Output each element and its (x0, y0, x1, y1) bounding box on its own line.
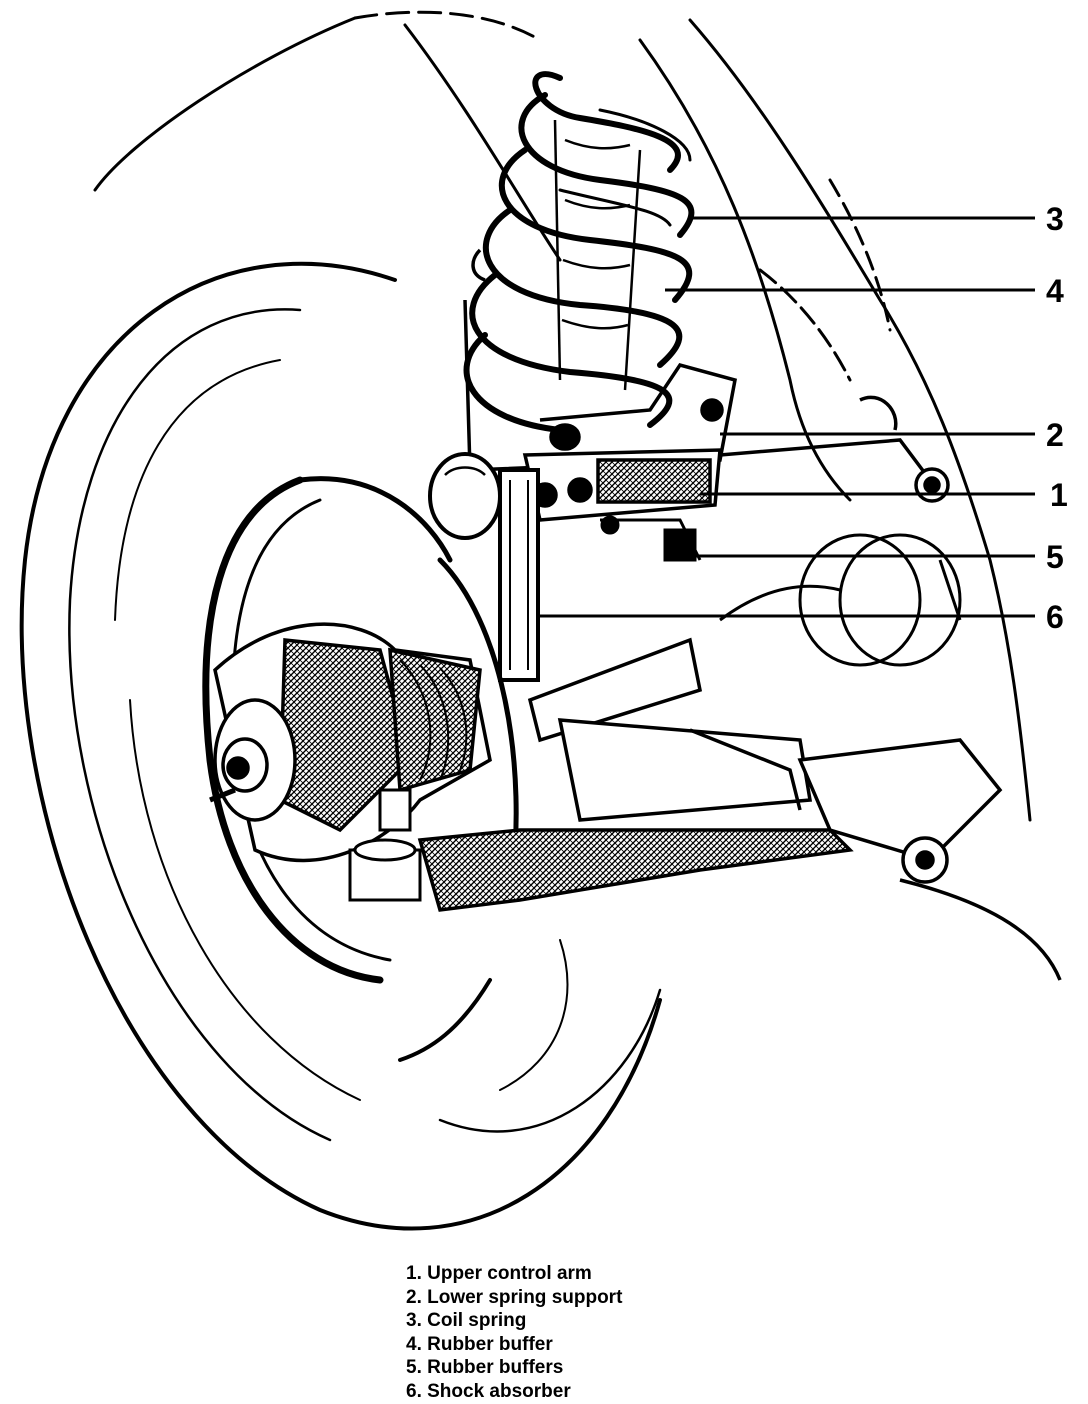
legend: 1. Upper control arm 2. Lower spring sup… (406, 1262, 622, 1404)
lower-control-arm (417, 637, 1062, 981)
callout-4: 4 (1046, 273, 1064, 309)
leader-lines (540, 216, 1035, 618)
legend-item-coil-spring: 3. Coil spring (406, 1310, 527, 1332)
coil-spring (463, 71, 695, 433)
rubber-buffer (553, 119, 642, 391)
shock-absorber (428, 452, 540, 682)
legend-item-lower-spring-support: 2. Lower spring support (406, 1286, 623, 1308)
callout-1: 1 (1050, 477, 1068, 513)
callout-5: 5 (1046, 539, 1064, 575)
rear-bushing (719, 533, 962, 667)
wheel-hub (209, 622, 492, 863)
fender-outline (93, 10, 1032, 822)
callout-2: 2 (1046, 417, 1064, 453)
tire (19, 262, 662, 1231)
legend-item-rubber-buffer: 4. Rubber buffer (406, 1333, 553, 1355)
legend-item-upper-control-arm: 1. Upper control arm (406, 1263, 592, 1284)
rubber-buffers (600, 515, 702, 562)
callout-3: 3 (1046, 201, 1064, 237)
callout-6: 6 (1046, 599, 1064, 635)
legend-item-rubber-buffers: 5. Rubber buffers (406, 1357, 564, 1379)
legend-item-shock-absorber: 6. Shock absorber (406, 1380, 571, 1402)
ball-joint (348, 788, 422, 902)
